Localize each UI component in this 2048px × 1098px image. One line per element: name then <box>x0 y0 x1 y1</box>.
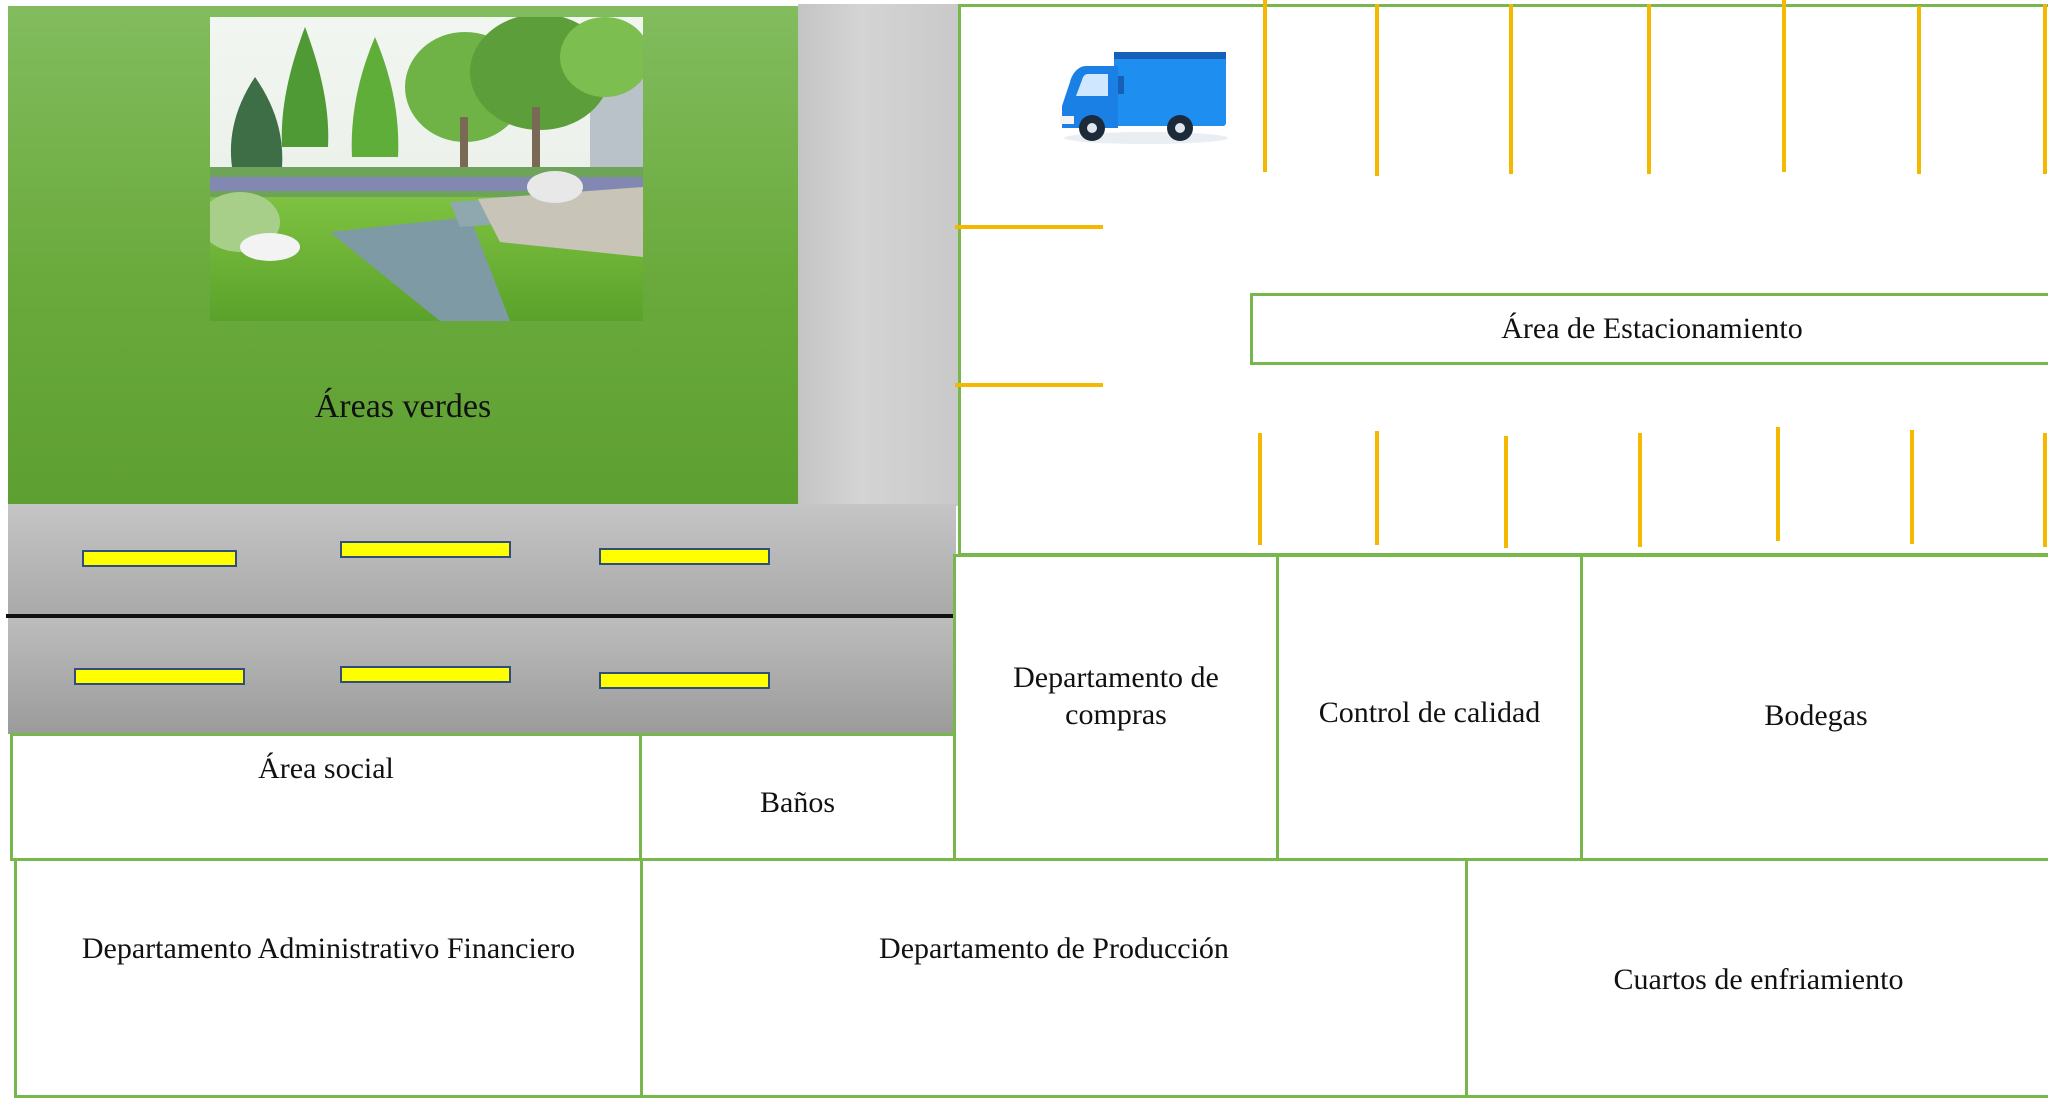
room-label: Departamento Administrativo Financiero <box>81 932 576 965</box>
room-bodegas: Bodegas <box>1580 554 2048 861</box>
side-strip <box>798 4 958 506</box>
parking-stall-line <box>955 225 1103 229</box>
parking-stall-line <box>1258 433 1262 545</box>
parking-stall-line <box>1504 436 1508 548</box>
parking-stall-line <box>1776 427 1780 541</box>
room-area-social: Área social <box>10 733 642 861</box>
delivery-truck-icon <box>1048 46 1228 146</box>
room-compras: Departamento de compras <box>953 554 1279 861</box>
lane-mark <box>340 666 511 683</box>
room-label: Área social <box>258 752 394 785</box>
parking-stall-line <box>1263 0 1267 172</box>
parking-stall-line <box>1375 4 1379 176</box>
room-label: Control de calidad <box>1318 696 1541 729</box>
parking-stall-line <box>1917 6 1921 174</box>
parking-stall-line <box>2043 433 2047 547</box>
road-lane-lower <box>8 616 956 734</box>
room-produccion: Departamento de Producción <box>640 858 1468 1098</box>
lane-mark <box>340 541 511 558</box>
room-label: Cuartos de enfriamiento <box>1613 963 1904 996</box>
garden-picture <box>210 17 643 321</box>
room-label: Bodegas <box>1764 699 1868 732</box>
parking-label-box: Área de Estacionamiento <box>1250 293 2048 365</box>
room-administrativo-financiero: Departamento Administrativo Financiero <box>14 858 643 1098</box>
parking-stall-line <box>1782 0 1786 172</box>
green-area-label: Áreas verdes <box>314 388 492 425</box>
lane-mark <box>82 550 237 567</box>
lane-mark <box>599 672 770 689</box>
room-label: Departamento de Producción <box>879 932 1229 965</box>
parking-stall-line <box>1647 4 1651 174</box>
parking-stall-line <box>1375 431 1379 545</box>
room-cuartos-enfriamiento: Cuartos de enfriamiento <box>1465 858 2048 1098</box>
parking-stall-line <box>2043 4 2047 174</box>
room-banos: Baños <box>639 733 956 861</box>
parking-stall-line <box>1910 430 1914 544</box>
room-label: Baños <box>760 786 835 819</box>
road-divider <box>6 614 956 618</box>
lane-mark <box>599 548 770 565</box>
room-label: Departamento de <box>1013 661 1219 694</box>
room-control-calidad: Control de calidad <box>1276 554 1583 861</box>
parking-stall-line <box>1638 433 1642 547</box>
road-lane-upper <box>8 504 956 616</box>
room-label: compras <box>1065 698 1167 731</box>
parking-stall-line <box>955 383 1103 387</box>
lane-mark <box>74 668 245 685</box>
parking-stall-line <box>1509 4 1513 174</box>
parking-label: Área de Estacionamiento <box>1501 312 1803 345</box>
